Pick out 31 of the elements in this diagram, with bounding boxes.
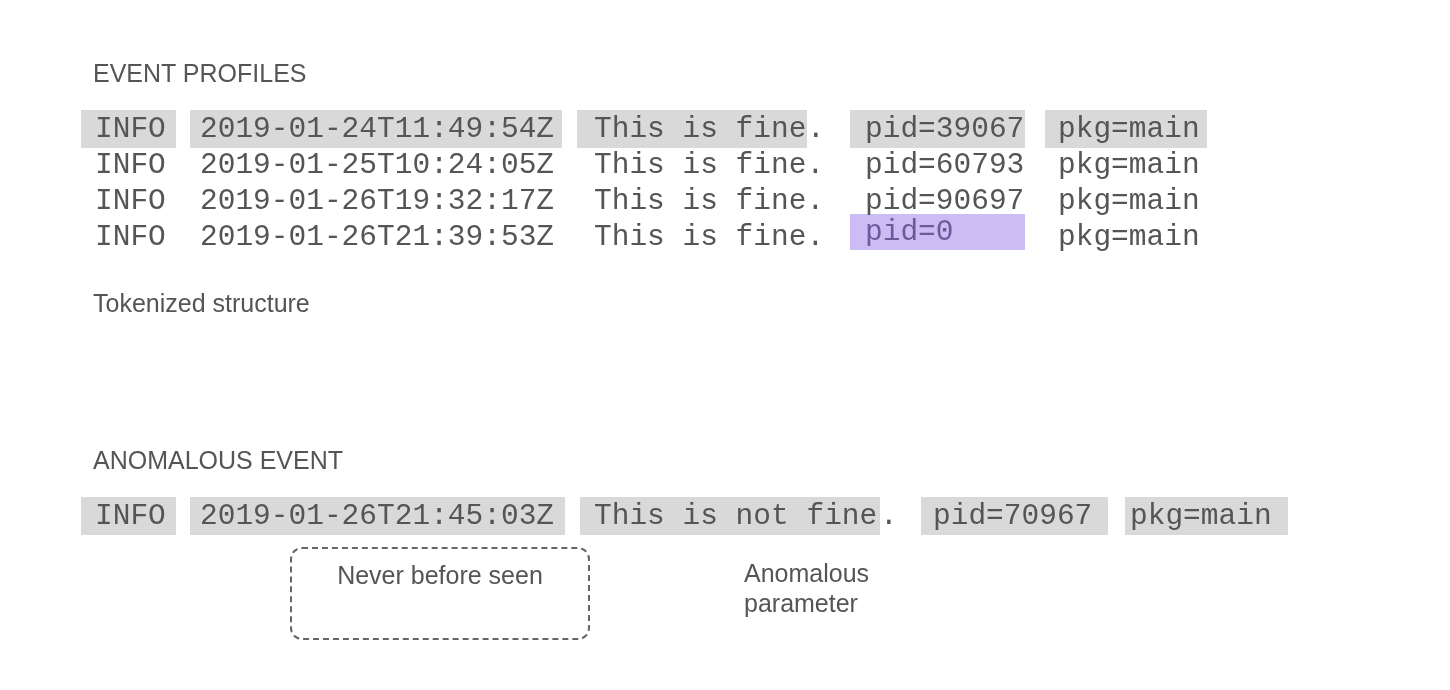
section-heading: ANOMALOUS EVENT: [93, 445, 344, 475]
log-token: pkg=main: [1058, 219, 1200, 255]
token-highlight: This is fine: [577, 110, 807, 148]
log-token: 2019-01-25T10:24:05Z: [200, 147, 555, 183]
log-text: .: [807, 111, 825, 147]
log-token: 2019-01-26T21:39:53Z: [200, 219, 555, 255]
log-token: This is fine.: [594, 219, 825, 255]
token-highlight: 2019-01-26T21:45:03Z: [190, 497, 565, 535]
token-highlight: INFO: [81, 110, 176, 148]
log-token: INFO: [95, 183, 166, 219]
anomalous-token-highlight: pid=0: [850, 214, 1025, 250]
dashed-callout-box: Never before seen: [290, 547, 590, 640]
log-token: 2019-01-26T19:32:17Z: [200, 183, 555, 219]
token-highlight: pid=70967: [921, 497, 1108, 535]
token-highlight: INFO: [81, 497, 176, 535]
token-highlight: 2019-01-24T11:49:54Z: [190, 110, 562, 148]
token-highlight: pkg=main: [1045, 110, 1207, 148]
caption-text: Tokenized structure: [93, 288, 310, 318]
token-highlight: This is not fine: [580, 497, 880, 535]
log-token: This is fine.: [594, 183, 825, 219]
log-token: pkg=main: [1058, 147, 1200, 183]
token-highlight: pkg=main: [1125, 497, 1288, 535]
token-highlight: pid=39067: [850, 110, 1025, 148]
log-token: INFO: [95, 147, 166, 183]
log-text: .: [880, 498, 898, 534]
annotation-text: Anomalous parameter: [744, 558, 871, 618]
section-heading: EVENT PROFILES: [93, 58, 307, 88]
log-token: pkg=main: [1058, 183, 1200, 219]
log-token: This is fine.: [594, 147, 825, 183]
log-token: INFO: [95, 219, 166, 255]
log-token: pid=60793: [865, 147, 1025, 183]
